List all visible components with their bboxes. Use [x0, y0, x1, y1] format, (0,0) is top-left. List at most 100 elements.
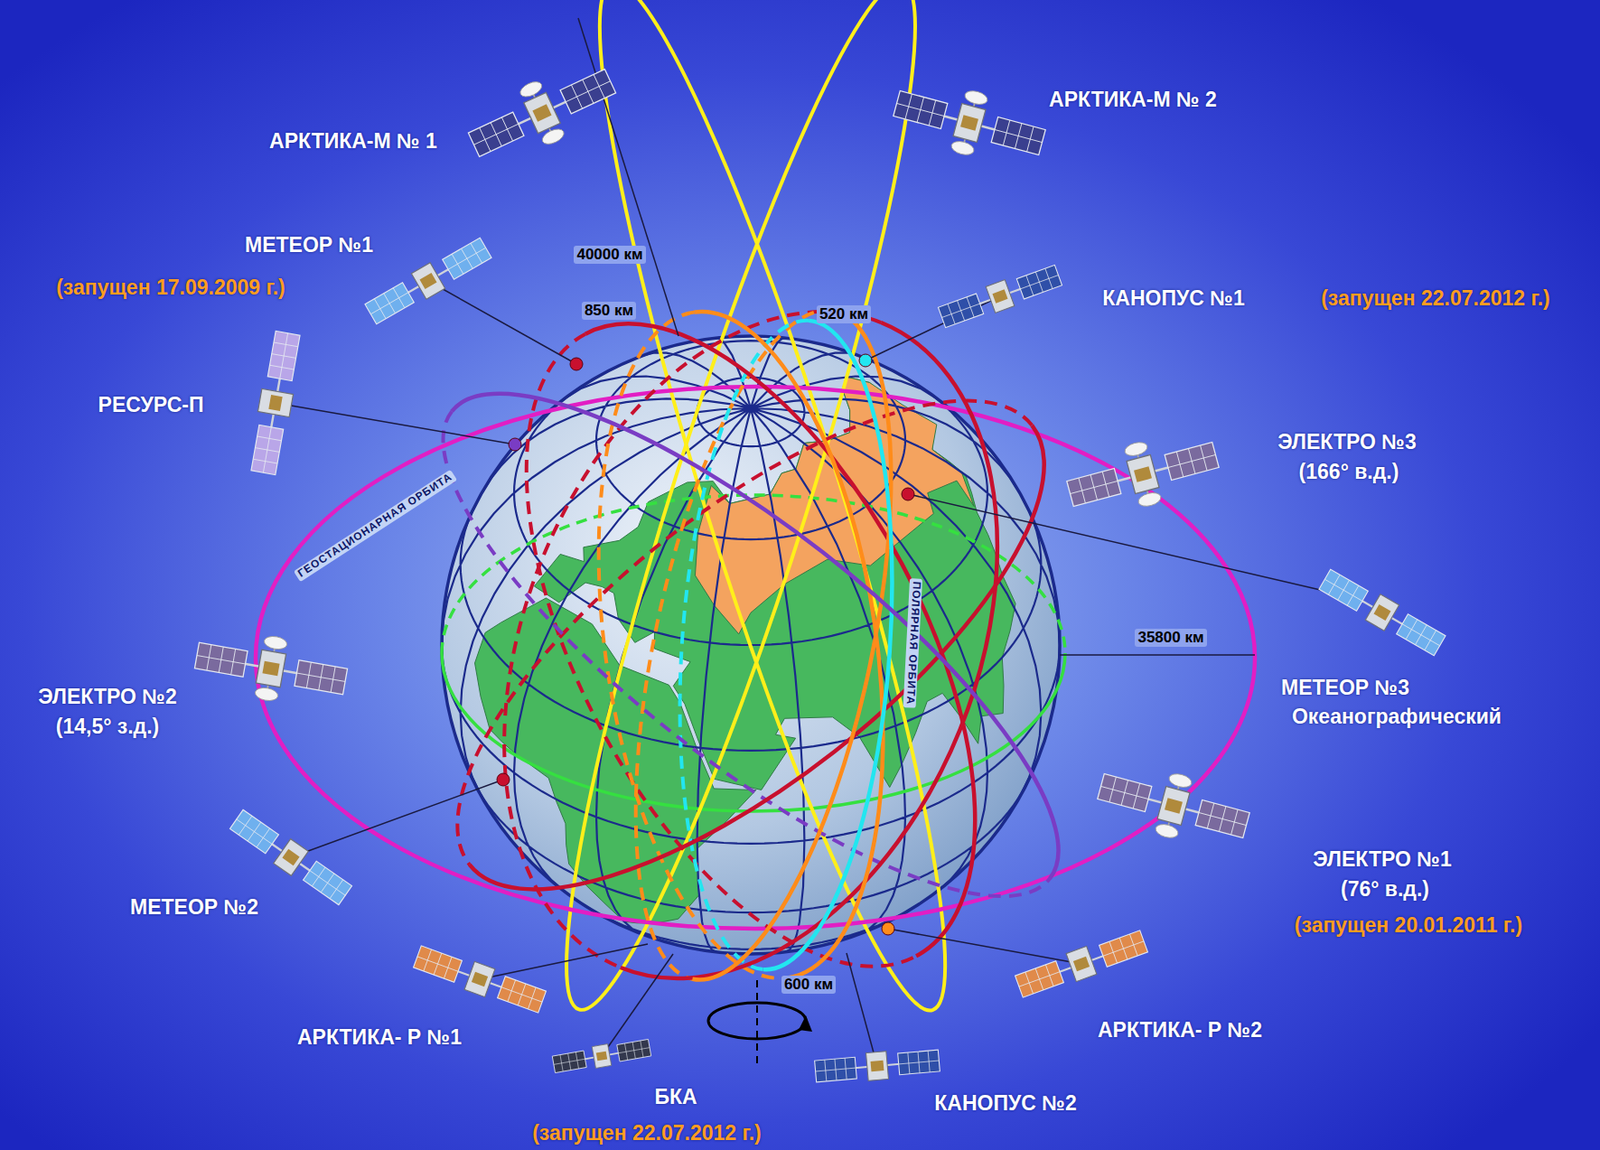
orbit-dot	[496, 773, 510, 786]
panel-grid	[1168, 454, 1217, 468]
orbit-name: ПОЛЯРНАЯ ОРБИТА	[902, 578, 922, 708]
solar-panel	[194, 642, 248, 677]
satellite-foil	[1133, 466, 1152, 483]
solar-panel	[814, 1057, 858, 1083]
satellite-body	[411, 262, 445, 300]
solar-panel	[617, 1038, 652, 1062]
satellite-name: АРКТИКА- Р №1	[297, 1025, 462, 1049]
dish-antenna	[963, 88, 989, 107]
dish-antenna	[1136, 490, 1162, 509]
polar-orbit-front	[469, 425, 1045, 890]
satellite-foil	[1374, 604, 1392, 621]
solar-panel	[1099, 930, 1149, 967]
launch-date: (запущен 20.01.2011 г.)	[1294, 913, 1523, 937]
panel-grid	[1198, 812, 1247, 825]
solar-panel	[1164, 441, 1219, 480]
satellite-foil	[268, 394, 282, 412]
geostationary-orbit	[255, 386, 1255, 929]
leader-line	[846, 953, 878, 1067]
rotation-axis	[756, 980, 758, 1067]
satellite-foil	[992, 289, 1009, 303]
polar-orbit-front	[692, 310, 891, 980]
satellite-name: АРКТИКА- Р №2	[1097, 1018, 1263, 1042]
solar-panel	[1195, 800, 1250, 839]
leader-line	[888, 928, 1082, 964]
satellite-body	[1365, 594, 1399, 632]
satellite-foil	[596, 1051, 608, 1062]
arrow-head	[798, 1015, 813, 1032]
solar-panel	[1066, 468, 1122, 507]
panel-grid	[898, 1060, 940, 1065]
satellite-foil	[420, 272, 438, 290]
leader-line	[601, 954, 674, 1057]
polar-orbit-front	[693, 311, 883, 978]
solar-panel	[303, 860, 353, 905]
satellite-icon	[411, 942, 547, 1016]
rotation-arrow	[708, 1002, 806, 1039]
green-orbit-back	[441, 495, 1066, 654]
satellite-icon	[459, 51, 624, 174]
solar-panel	[560, 69, 617, 114]
satellite-name: МЕТЕОР №3	[1281, 675, 1410, 700]
satellite-body	[257, 388, 293, 417]
orbit-dot	[881, 922, 895, 936]
satellite-name: МЕТЕОР №2	[130, 895, 259, 919]
panel-grid	[1019, 972, 1060, 987]
satellite-foil	[870, 1060, 885, 1072]
dimension-line	[578, 18, 679, 337]
dish-antenna	[1167, 771, 1193, 790]
satellite-foil	[1073, 956, 1090, 972]
solar-panel	[467, 112, 524, 157]
satellite-body	[866, 1051, 889, 1082]
distance-label: 40000 км	[573, 245, 646, 264]
satellite-icon	[1013, 926, 1149, 1001]
solar-panel	[1319, 569, 1368, 611]
distance-label: 600 км	[781, 975, 836, 994]
polar-orbit-front	[585, 323, 975, 956]
panel-grid	[1103, 941, 1144, 956]
satellite-icon	[814, 1047, 940, 1086]
polar-orbit-back	[457, 401, 1032, 866]
panel-grid	[565, 81, 610, 103]
panel-grid	[1019, 275, 1058, 290]
solar-panel	[1097, 773, 1152, 812]
satellite-name: АРКТИКА-М № 1	[269, 129, 438, 153]
panel-grid	[617, 1047, 650, 1054]
solar-panel	[898, 1049, 941, 1076]
panel-grid	[448, 247, 487, 270]
satellite-icon	[888, 72, 1050, 174]
polar-orbit-back	[598, 312, 788, 979]
leader-line	[912, 495, 1329, 592]
solar-panel	[937, 293, 983, 328]
solar-panel	[251, 424, 284, 475]
satellite-icon	[552, 1037, 652, 1077]
leader-line	[290, 779, 504, 858]
satellite-body	[953, 102, 986, 142]
satellite-name: Океанографический	[1291, 704, 1502, 729]
panel-grid	[942, 303, 981, 318]
panel-grid	[417, 956, 459, 972]
panel-grid	[474, 123, 519, 145]
distance-label: 520 км	[816, 305, 871, 324]
satellite-icon	[936, 261, 1063, 331]
orbit-position: (166° в.д.)	[1299, 459, 1400, 484]
satellite-icon	[1061, 423, 1224, 525]
satellite-foil	[261, 661, 280, 676]
solar-panel	[413, 945, 463, 983]
polar-orbit-back	[442, 411, 1049, 897]
satellite-foil	[532, 103, 552, 122]
orbit-dot	[859, 354, 872, 367]
launch-date: (запущен 22.07.2012 г.)	[532, 1121, 762, 1145]
solar-panel	[1016, 264, 1062, 300]
solar-panel	[552, 1050, 587, 1074]
polar-orbit-front	[763, 320, 893, 970]
solar-panel	[1396, 614, 1446, 656]
orbit-name: ГЕОСТАЦИОНАРНАЯ ОРБИТА	[292, 469, 457, 582]
panel-grid	[370, 292, 409, 315]
panel-grid	[501, 987, 543, 1002]
dimension-line	[1059, 654, 1255, 656]
orbit-position: (14,5° з.д.)	[56, 714, 160, 739]
satellite-icon	[227, 806, 354, 908]
solar-panel	[893, 90, 948, 129]
